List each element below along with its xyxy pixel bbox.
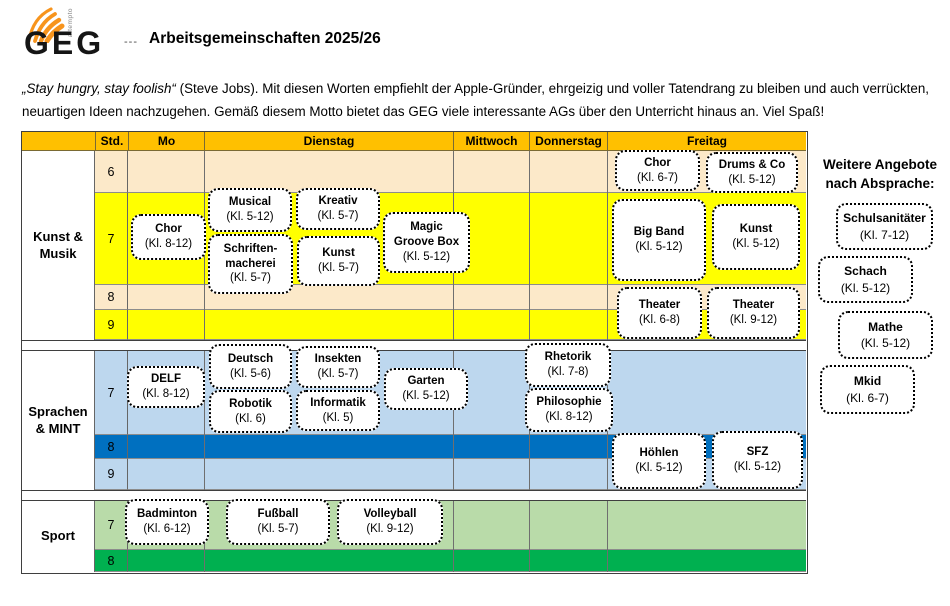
std-km-8: 8 xyxy=(95,285,128,310)
header-cell-std: Std. xyxy=(95,132,128,151)
section-label-kunst-musik: Kunst & Musik xyxy=(22,151,95,340)
ag-box-theater-6-8: Theater(Kl. 6-8) xyxy=(617,287,702,339)
std-sm-8: 8 xyxy=(95,435,128,459)
ag-box-deutsch: Deutsch(Kl. 5-6) xyxy=(209,344,292,389)
std-sp-7: 7 xyxy=(95,501,128,550)
row-km-9 xyxy=(128,310,806,340)
section-label-sport: Sport xyxy=(22,501,95,572)
side-box-mathe: Mathe(Kl. 5-12) xyxy=(838,311,933,359)
std-sp-8: 8 xyxy=(95,550,128,572)
ag-box-badminton: Badminton(Kl. 6-12) xyxy=(125,499,209,545)
intro-text: (Steve Jobs). Mit diesen Worten empfiehl… xyxy=(22,81,929,120)
std-km-9: 9 xyxy=(95,310,128,340)
ag-box-kreativ: Kreativ(Kl. 5-7) xyxy=(296,188,380,230)
title-dashes: --- xyxy=(124,36,138,48)
std-km-6: 6 xyxy=(95,151,128,193)
std-sm-9: 9 xyxy=(95,459,128,490)
std-sm-7: 7 xyxy=(95,351,128,435)
ag-box-delf: DELF(Kl. 8-12) xyxy=(127,366,205,408)
row-sp-8 xyxy=(128,550,806,572)
side-box-schulsanitaeter: Schulsanitäter(Kl. 7-12) xyxy=(836,203,933,250)
header-cell-donnerstag: Donnerstag xyxy=(529,132,607,151)
ag-box-kunst-fr: Kunst(Kl. 5-12) xyxy=(712,204,800,270)
ag-box-big-band: Big Band(Kl. 5-12) xyxy=(612,199,706,281)
header-cell-mo: Mo xyxy=(128,132,204,151)
intro-quote: „Stay hungry, stay foolish“ xyxy=(22,81,176,96)
ag-box-insekten: Insekten(Kl. 5-7) xyxy=(296,346,380,388)
ag-box-musical: Musical(Kl. 5-12) xyxy=(208,188,292,232)
ag-box-chor-mo: Chor(Kl. 8-12) xyxy=(131,214,206,260)
ag-box-schriftenmacherei: Schriften-macherei(Kl. 5-7) xyxy=(208,234,293,294)
ag-box-chor-fr6: Chor(Kl. 6-7) xyxy=(615,150,700,191)
grid-line xyxy=(453,351,454,490)
ag-box-rhetorik: Rhetorik(Kl. 7-8) xyxy=(525,343,611,387)
grid-line xyxy=(607,151,608,340)
schedule-table: Std. Mo Dienstag Mittwoch Donnerstag Fre… xyxy=(21,131,808,574)
header-cell-mittwoch: Mittwoch xyxy=(453,132,529,151)
ag-box-garten: Garten(Kl. 5-12) xyxy=(384,368,468,410)
section-label-sprachen-mint: Sprachen & MINT xyxy=(22,351,95,490)
ag-box-theater-9-12: Theater(Kl. 9-12) xyxy=(707,287,800,339)
intro-paragraph: „Stay hungry, stay foolish“ (Steve Jobs)… xyxy=(22,77,929,123)
ag-box-volleyball: Volleyball(Kl. 9-12) xyxy=(337,499,443,545)
grid-line xyxy=(204,351,205,490)
geg-logo: attempto GEG xyxy=(24,5,134,63)
grid-line xyxy=(529,151,530,340)
ag-box-philosophie: Philosophie(Kl. 8-12) xyxy=(525,388,613,432)
grid-line xyxy=(529,501,530,572)
header-cell-freitag: Freitag xyxy=(607,132,806,151)
ag-box-fussball: Fußball(Kl. 5-7) xyxy=(226,499,330,545)
row-km-6 xyxy=(128,151,806,193)
ag-box-drums-co: Drums & Co(Kl. 5-12) xyxy=(706,152,798,193)
section-divider xyxy=(22,340,806,351)
ag-box-hoehlen: Höhlen(Kl. 5-12) xyxy=(612,433,706,489)
side-box-schach: Schach(Kl. 5-12) xyxy=(818,256,913,303)
logo-flame-icon xyxy=(27,7,65,43)
grid-line xyxy=(453,501,454,572)
grid-line xyxy=(607,501,608,572)
ag-box-sfz: SFZ(Kl. 5-12) xyxy=(712,431,803,489)
page-title: Arbeitsgemeinschaften 2025/26 xyxy=(149,30,381,47)
ag-box-kunst-di: Kunst(Kl. 5-7) xyxy=(297,236,380,286)
side-panel-title: Weitere Angebote nach Absprache: xyxy=(822,157,938,191)
ag-box-informatik: Informatik(Kl. 5) xyxy=(296,390,380,431)
logo-text: GEG xyxy=(24,25,105,61)
side-box-mkid: Mkid(Kl. 6-7) xyxy=(820,365,915,414)
header-cell-dienstag: Dienstag xyxy=(204,132,453,151)
ag-box-robotik: Robotik(Kl. 6) xyxy=(209,390,292,433)
header-cell-category xyxy=(22,132,95,151)
std-km-7: 7 xyxy=(95,193,128,285)
